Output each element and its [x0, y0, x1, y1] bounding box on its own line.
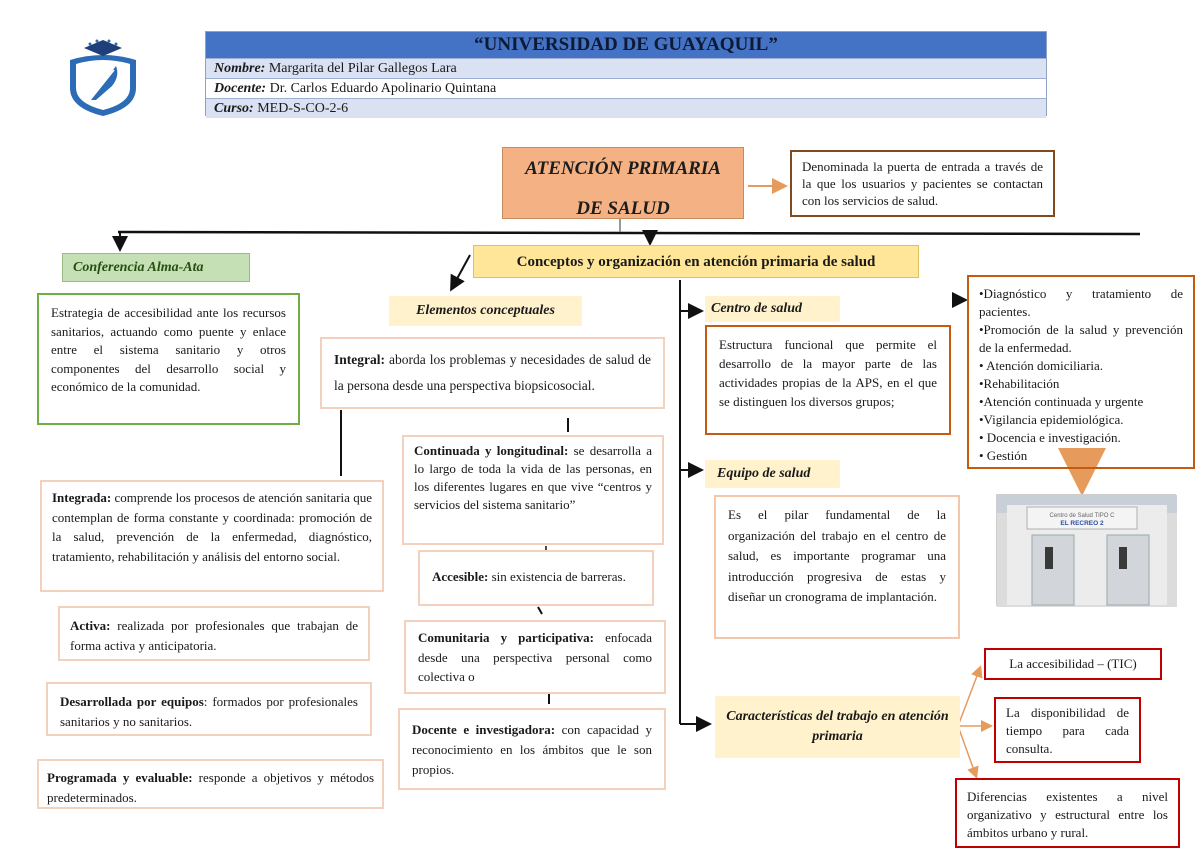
concept-desarrollada: Desarrollada por equipos: formados por p… — [46, 682, 372, 736]
service-item: • Gestión — [979, 447, 1183, 465]
student-name-row: Nombre: Margarita del Pilar Gallegos Lar… — [206, 58, 1046, 78]
service-item: • Docencia e investigación. — [979, 429, 1183, 447]
sign-line-1: Centro de Salud TIPO C — [1050, 513, 1116, 519]
concept-integrada: Integrada: comprende los procesos de ate… — [40, 480, 384, 592]
alma-ata-label: Conferencia Alma-Ata — [62, 253, 250, 282]
services-list-box: •Diagnóstico y tratamiento de pacientes.… — [967, 275, 1195, 469]
service-item: •Vigilancia epidemiológica. — [979, 411, 1183, 429]
concept-continuada: Continuada y longitudinal: se desarrolla… — [402, 435, 664, 545]
concept-activa: Activa: realizada por profesionales que … — [58, 606, 370, 661]
caracteristicas-node: Características del trabajo en atención … — [715, 696, 960, 758]
header-block: “UNIVERSIDAD DE GUAYAQUIL” Nombre: Marga… — [205, 31, 1047, 116]
university-name: “UNIVERSIDAD DE GUAYAQUIL” — [206, 32, 1046, 58]
centro-de-salud-box: Estructura funcional que permite el desa… — [705, 325, 951, 435]
equipo-de-salud-box: Es el pilar fundamental de la organizaci… — [714, 495, 960, 639]
teacher-row: Docente: Dr. Carlos Eduardo Apolinario Q… — [206, 78, 1046, 98]
caracteristica-accesibilidad: La accesibilidad – (TIC) — [984, 648, 1162, 680]
service-item: •Promoción de la salud y prevención de l… — [979, 321, 1183, 357]
elementos-conceptuales-label: Elementos conceptuales — [389, 296, 582, 326]
health-center-photo: Centro de Salud TIPO C EL RECREO 2 — [996, 494, 1176, 606]
definition-box: Denominada la puerta de entrada a través… — [790, 150, 1055, 217]
concept-programada: Programada y evaluable: responde a objet… — [37, 759, 384, 809]
concept-accesible: Accesible: sin existencia de barreras. — [418, 550, 654, 606]
concept-comunitaria: Comunitaria y participativa: enfocada de… — [404, 620, 666, 694]
centro-de-salud-label: Centro de salud — [705, 296, 840, 322]
university-logo — [64, 36, 142, 118]
service-item: •Rehabilitación — [979, 375, 1183, 393]
service-item: • Atención domiciliaria. — [979, 357, 1183, 375]
main-topic-node: ATENCIÓN PRIMARIA DE SALUD — [502, 147, 744, 219]
caracteristica-diferencias: Diferencias existentes a nivel organizat… — [955, 778, 1180, 848]
course-row: Curso: MED-S-CO-2-6 — [206, 98, 1046, 118]
caracteristica-disponibilidad: La disponibilidad de tiempo para cada co… — [994, 697, 1141, 763]
service-item: •Diagnóstico y tratamiento de pacientes. — [979, 285, 1183, 321]
alma-ata-box: Estrategia de accesibilidad ante los rec… — [37, 293, 300, 425]
sign-line-2: EL RECREO 2 — [1060, 520, 1104, 527]
main-branch-line — [118, 232, 1140, 234]
concept-integral: Integral: aborda los problemas y necesid… — [320, 337, 665, 409]
concept-docente: Docente e investigadora: con capacidad y… — [398, 708, 666, 790]
service-item: •Atención continuada y urgente — [979, 393, 1183, 411]
conceptos-node: Conceptos y organización en atención pri… — [473, 245, 919, 278]
equipo-de-salud-label: Equipo de salud — [705, 460, 840, 488]
